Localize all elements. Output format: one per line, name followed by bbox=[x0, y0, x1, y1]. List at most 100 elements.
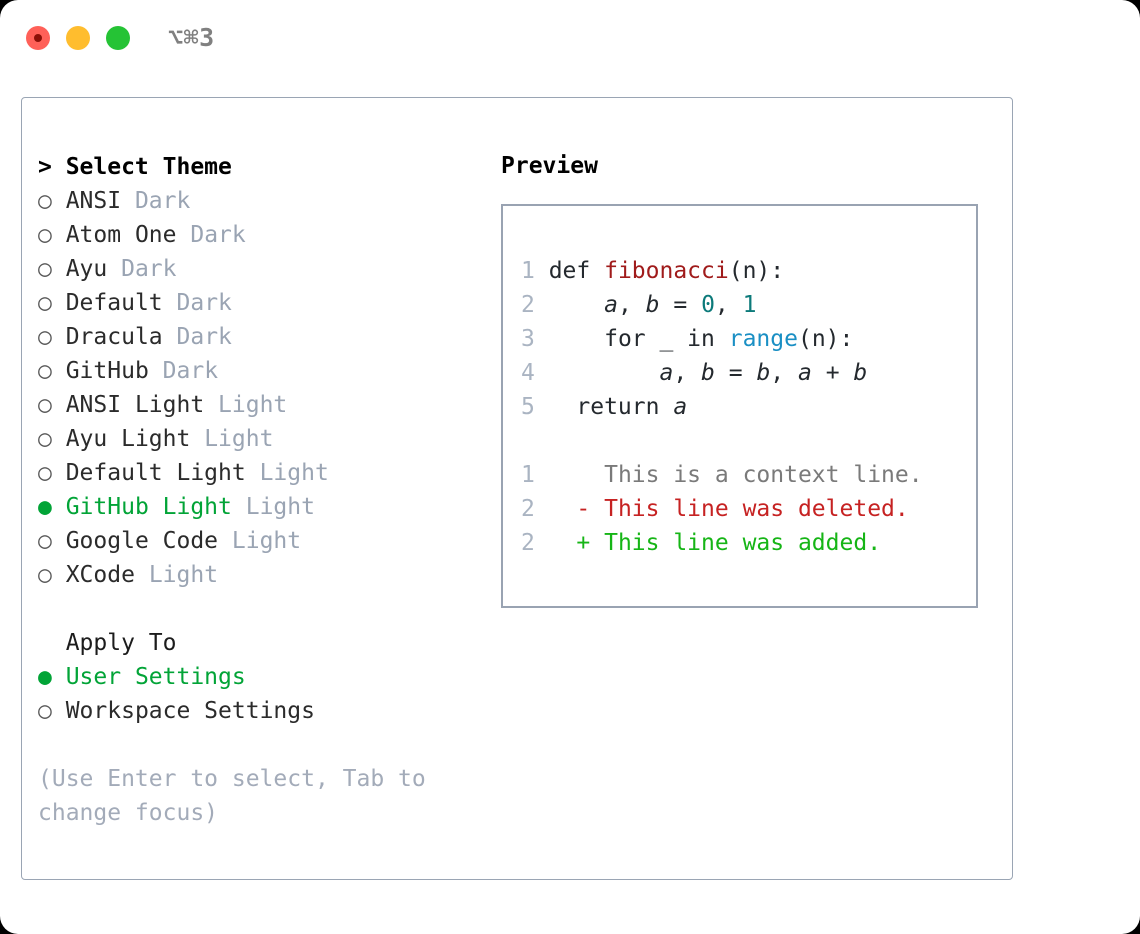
code-token: (n): bbox=[797, 326, 854, 352]
spacer bbox=[52, 494, 66, 520]
theme-list-item[interactable]: ○ ANSI Light Light bbox=[38, 388, 478, 422]
preview-title: Preview bbox=[501, 153, 598, 179]
line-number: 4 bbox=[521, 360, 535, 386]
apply-to-header-label: Apply To bbox=[65, 630, 177, 656]
code-line: 3 for _ in range(n): bbox=[521, 322, 976, 356]
theme-name: Atom One bbox=[65, 222, 177, 248]
theme-list-item[interactable]: ○ Atom One Dark bbox=[38, 218, 478, 252]
radio-selected-icon: ● bbox=[38, 664, 52, 690]
theme-name: Ayu Light bbox=[65, 426, 191, 452]
hint-spacer bbox=[38, 728, 478, 762]
theme-list-item[interactable]: ○ Dracula Dark bbox=[38, 320, 478, 354]
spacer bbox=[232, 494, 246, 520]
spacer bbox=[121, 188, 135, 214]
code-token: for _ in bbox=[604, 326, 729, 352]
theme-kind-badge: Light bbox=[231, 528, 302, 554]
radio-unselected-icon: ○ bbox=[38, 562, 52, 588]
line-number: 1 bbox=[521, 258, 535, 284]
diff-line: 2 - This line was deleted. bbox=[521, 492, 976, 526]
radio-unselected-icon: ○ bbox=[38, 392, 52, 418]
code-token: 0 bbox=[701, 292, 715, 318]
apply-to-item[interactable]: ● User Settings bbox=[38, 660, 478, 694]
spacer bbox=[52, 562, 66, 588]
spacer bbox=[107, 256, 121, 282]
maximize-window-button[interactable] bbox=[106, 26, 130, 50]
spacer bbox=[246, 460, 260, 486]
radio-unselected-icon: ○ bbox=[38, 290, 52, 316]
theme-name: Default bbox=[65, 290, 163, 316]
radio-unselected-icon: ○ bbox=[38, 324, 52, 350]
theme-name: ANSI Light bbox=[65, 392, 205, 418]
code-token: b bbox=[756, 360, 771, 386]
theme-list-item[interactable]: ○ Ayu Light Light bbox=[38, 422, 478, 456]
theme-kind-badge: Light bbox=[204, 426, 274, 452]
radio-unselected-icon: ○ bbox=[38, 188, 52, 214]
spacer bbox=[52, 256, 66, 282]
radio-unselected-icon: ○ bbox=[38, 256, 52, 282]
spacer bbox=[163, 290, 177, 316]
indent bbox=[535, 462, 577, 488]
diff-line: 2 + This line was added. bbox=[521, 526, 976, 560]
minimize-window-button[interactable] bbox=[66, 26, 90, 50]
code-token: return bbox=[576, 394, 674, 420]
theme-kind-badge: Dark bbox=[190, 222, 246, 248]
spacer bbox=[52, 460, 66, 486]
close-window-button[interactable] bbox=[26, 26, 50, 50]
main-panel: > Select Theme ○ ANSI Dark○ Atom One Dar… bbox=[21, 97, 1013, 880]
theme-selector-column: > Select Theme ○ ANSI Dark○ Atom One Dar… bbox=[38, 150, 478, 830]
theme-name: Ayu bbox=[65, 256, 108, 282]
line-number: 1 bbox=[521, 462, 535, 488]
code-token: 1 bbox=[742, 292, 757, 318]
theme-list-item[interactable]: ○ Google Code Light bbox=[38, 524, 478, 558]
code-token: (n): bbox=[728, 258, 785, 284]
theme-list-item[interactable]: ○ Default Dark bbox=[38, 286, 478, 320]
indent bbox=[535, 258, 549, 284]
diff-marker bbox=[576, 462, 590, 488]
spacer bbox=[52, 528, 66, 554]
code-token: a bbox=[659, 360, 674, 386]
diff-marker: - bbox=[576, 496, 591, 522]
line-number: 2 bbox=[521, 292, 535, 318]
theme-list-item[interactable]: ○ Ayu Dark bbox=[38, 252, 478, 286]
spacer bbox=[218, 528, 232, 554]
code-token: a bbox=[673, 394, 688, 420]
apply-to-item[interactable]: ○ Workspace Settings bbox=[38, 694, 478, 728]
title-bar: ⌥⌘3 bbox=[0, 0, 1140, 78]
window-controls bbox=[26, 26, 130, 50]
code-diff-gap bbox=[521, 424, 976, 458]
theme-list-item[interactable]: ○ ANSI Dark bbox=[38, 184, 478, 218]
theme-list: ○ ANSI Dark○ Atom One Dark○ Ayu Dark○ De… bbox=[38, 184, 478, 592]
theme-kind-badge: Light bbox=[148, 562, 219, 588]
code-line: 2 a, b = 0, 1 bbox=[521, 288, 976, 322]
code-token: , bbox=[714, 292, 743, 318]
code-token: , bbox=[770, 360, 798, 386]
theme-list-item[interactable]: ○ GitHub Dark bbox=[38, 354, 478, 388]
radio-unselected-icon: ○ bbox=[38, 528, 52, 554]
theme-list-item[interactable]: ● GitHub Light Light bbox=[38, 490, 478, 524]
indent bbox=[535, 530, 577, 556]
code-token: def bbox=[548, 258, 605, 284]
radio-selected-icon: ● bbox=[38, 494, 52, 520]
theme-list-item[interactable]: ○ XCode Light bbox=[38, 558, 478, 592]
list-spacer bbox=[38, 592, 478, 626]
theme-kind-badge: Dark bbox=[121, 256, 177, 282]
theme-list-item[interactable]: ○ Default Light Light bbox=[38, 456, 478, 490]
spacer bbox=[52, 358, 66, 384]
code-token: range bbox=[728, 326, 798, 352]
diff-text: This line was added. bbox=[590, 530, 882, 556]
code-token: b bbox=[853, 360, 868, 386]
code-token: a bbox=[604, 292, 618, 318]
code-token: = bbox=[714, 360, 757, 386]
theme-kind-badge: Dark bbox=[176, 324, 232, 350]
indent bbox=[535, 292, 604, 318]
spacer bbox=[190, 426, 204, 452]
spacer bbox=[52, 664, 66, 690]
spacer bbox=[52, 188, 66, 214]
spacer bbox=[52, 698, 66, 724]
code-token: b bbox=[701, 360, 715, 386]
theme-kind-badge: Dark bbox=[162, 358, 219, 384]
code-token: a bbox=[798, 360, 812, 386]
apply-to-label: User Settings bbox=[65, 664, 246, 690]
